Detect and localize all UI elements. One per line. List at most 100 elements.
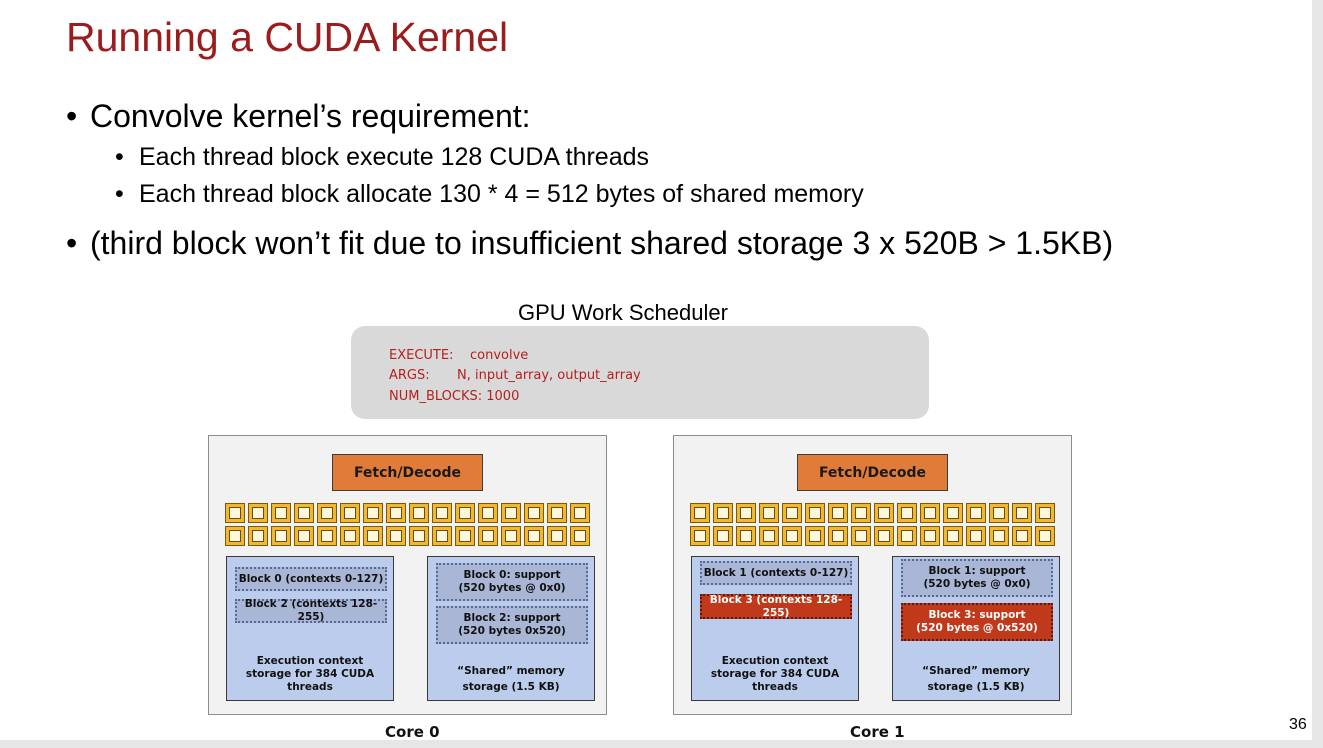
block-0-support: Block 0: support(520 bytes @ 0x0) <box>436 563 588 601</box>
block-3-support: Block 3: support(520 bytes @ 0x520) <box>901 603 1053 641</box>
block-2-context: Block 2 (contexts 128-255) <box>235 598 387 623</box>
slide-title: Running a CUDA Kernel <box>66 14 509 60</box>
support-line-2: (520 bytes @ 0x520) <box>916 622 1038 634</box>
alu-unit <box>736 526 756 546</box>
alu-unit <box>989 503 1009 523</box>
alu-unit <box>455 503 475 523</box>
alu-unit <box>1035 526 1055 546</box>
alu-unit <box>736 503 756 523</box>
alu-unit <box>294 503 314 523</box>
alu-unit <box>386 503 406 523</box>
alu-unit <box>570 526 590 546</box>
slide-right-edge <box>1312 0 1323 748</box>
execute-label: EXECUTE: <box>389 348 454 363</box>
bullet-text: Each thread block execute 128 CUDA threa… <box>139 143 650 171</box>
alu-unit <box>989 526 1009 546</box>
args-value: N, input_array, output_array <box>457 368 641 383</box>
alu-unit <box>271 503 291 523</box>
scheduler-command-box: EXECUTE: convolve ARGS: N, input_array, … <box>351 326 929 419</box>
alu-unit <box>690 526 710 546</box>
alu-unit <box>966 503 986 523</box>
alu-unit <box>713 503 733 523</box>
alu-unit <box>920 503 940 523</box>
alu-unit <box>1012 503 1032 523</box>
fetch-decode-unit: Fetch/Decode <box>332 454 483 491</box>
alu-unit <box>317 526 337 546</box>
alu-unit <box>294 526 314 546</box>
core-0-label: Core 0 <box>385 723 440 741</box>
execution-context-storage: Block 0 (contexts 0-127) Block 2 (contex… <box>226 556 394 701</box>
bullet-text: (third block won’t fit due to insufficie… <box>90 225 1114 261</box>
alu-unit <box>271 526 291 546</box>
bullet-marker: • <box>115 180 124 208</box>
alu-unit <box>340 526 360 546</box>
alu-grid <box>225 503 590 546</box>
execute-value: convolve <box>470 348 529 363</box>
alu-unit <box>851 503 871 523</box>
alu-unit <box>759 526 779 546</box>
alu-unit <box>1012 526 1032 546</box>
shared-memory-storage: Block 1: support(520 bytes @ 0x0) Block … <box>892 556 1060 701</box>
alu-unit <box>524 526 544 546</box>
bullet-marker: • <box>66 98 78 134</box>
alu-unit <box>432 503 452 523</box>
support-line-1: Block 3: support <box>928 609 1026 621</box>
block-2-support: Block 2: support(520 bytes 0x520) <box>436 606 588 644</box>
bullet-third-block: • (third block won’t fit due to insuffici… <box>66 225 1113 262</box>
slide-bottom-edge <box>0 740 1323 748</box>
core-0: Fetch/Decode Block 0 (contexts 0-127) Bl… <box>208 435 607 715</box>
alu-unit <box>828 503 848 523</box>
bullet-marker: • <box>115 143 124 171</box>
alu-unit <box>501 503 521 523</box>
support-line-1: Block 0: support <box>463 569 561 581</box>
alu-unit <box>943 526 963 546</box>
support-line-2: (520 bytes @ 0x0) <box>923 578 1031 590</box>
support-line-1: Block 2: support <box>463 612 561 624</box>
alu-unit <box>363 526 383 546</box>
support-line-1: Block 1: support <box>928 565 1026 577</box>
execution-context-label: Execution context storage for 384 CUDA t… <box>710 655 840 693</box>
shared-memory-label-1: “Shared” memory <box>457 665 565 677</box>
alu-unit <box>690 503 710 523</box>
bullet-text: Convolve kernel’s requirement: <box>90 98 531 134</box>
alu-grid <box>690 503 1055 546</box>
args-label: ARGS: <box>389 368 430 383</box>
alu-unit <box>828 526 848 546</box>
alu-unit <box>363 503 383 523</box>
execution-context-storage: Block 1 (contexts 0-127) Block 3 (contex… <box>691 556 859 701</box>
block-0-context: Block 0 (contexts 0-127) <box>235 567 387 591</box>
alu-unit <box>966 526 986 546</box>
alu-unit <box>874 503 894 523</box>
support-line-2: (520 bytes @ 0x0) <box>458 582 566 594</box>
block-1-support: Block 1: support(520 bytes @ 0x0) <box>901 559 1053 597</box>
alu-unit <box>524 503 544 523</box>
shared-memory-label-2: storage (1.5 KB) <box>462 681 560 693</box>
shared-memory-label-1: “Shared” memory <box>922 665 1030 677</box>
alu-unit <box>225 526 245 546</box>
alu-unit <box>805 526 825 546</box>
alu-unit <box>478 503 498 523</box>
num-blocks: NUM_BLOCKS: 1000 <box>389 389 520 404</box>
alu-unit <box>248 503 268 523</box>
scheduler-title: GPU Work Scheduler <box>518 300 728 325</box>
alu-unit <box>897 503 917 523</box>
alu-unit <box>547 526 567 546</box>
alu-unit <box>478 526 498 546</box>
shared-memory-label-2: storage (1.5 KB) <box>927 681 1025 693</box>
bullet-requirement: • Convolve kernel’s requirement: <box>66 98 531 135</box>
alu-unit <box>225 503 245 523</box>
fetch-decode-unit: Fetch/Decode <box>797 454 948 491</box>
block-1-context: Block 1 (contexts 0-127) <box>700 561 852 585</box>
sub-bullet-shared-memory: •Each thread block allocate 130 * 4 = 51… <box>115 180 864 209</box>
alu-unit <box>874 526 894 546</box>
alu-unit <box>386 526 406 546</box>
alu-unit <box>248 526 268 546</box>
alu-unit <box>782 503 802 523</box>
alu-unit <box>805 503 825 523</box>
alu-unit <box>317 503 337 523</box>
bullet-marker: • <box>66 225 78 261</box>
alu-unit <box>1035 503 1055 523</box>
page-number: 36 <box>1289 716 1307 733</box>
alu-unit <box>547 503 567 523</box>
alu-unit <box>851 526 871 546</box>
